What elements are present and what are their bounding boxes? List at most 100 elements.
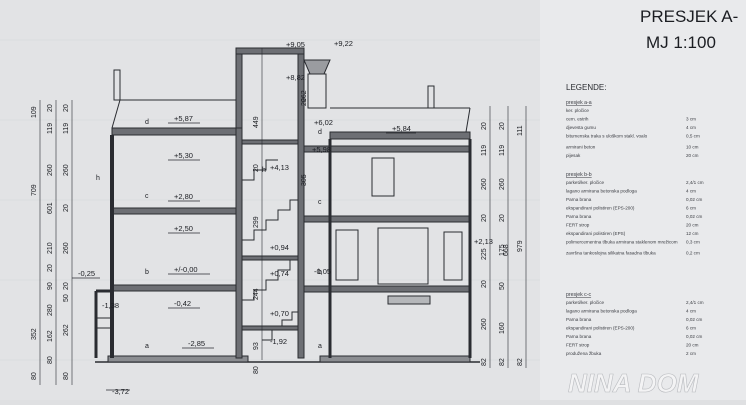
drawing-title: PRESJEK A- [640,7,738,26]
level-markers: +9,05 +9,22 +8,82 +5,87 +5,84 +6,02 +5,3… [78,39,493,396]
section-mark: a [145,343,149,350]
dim-label: 82 [499,358,506,366]
legend-item-value: 2,4/1 cm [686,180,704,185]
level-marker: -1,38 [102,301,119,310]
legend-item-value: 20 cm [686,223,699,228]
legend-item-value: 0,02 cm [686,317,703,322]
legend-panel [540,0,746,400]
legend-item-value: 0,3 cm [686,240,700,245]
level-marker: -1,92 [270,337,287,346]
dim-label: 352 [31,328,38,340]
legend-item-value: 4 cm [686,125,696,130]
level-marker: +0,94 [270,243,289,252]
legend-item-label: parketi/ker. pločice [566,180,604,185]
dim-label: 262 [63,324,70,336]
dim-label: 50 [63,294,70,302]
dim-label: 80 [31,372,38,380]
dim-label: 119 [499,145,506,156]
level-marker: +0,70 [270,309,289,318]
legend-item-label: produžena žbuka [566,351,602,356]
level-marker: +5,30 [174,151,193,160]
dim-label: 82 [517,358,524,366]
dim-label: 20 [47,104,54,112]
legend-item-label: Parna brana [566,334,592,339]
dim-label: 225 [481,248,488,260]
level-marker: +/-0,00 [174,265,198,274]
legend-item-value: 2 cm [686,351,696,356]
dim-label: 20 [47,264,54,272]
dim-label: 160 [499,322,506,334]
legend-item-value: 3 cm [686,117,696,122]
dim-label: 449 [253,116,260,128]
dim-label: 20 [253,164,260,172]
legend-item-value: 0,02 cm [686,334,703,339]
dim-label: 119 [47,123,54,134]
dim-label: 162 [47,330,54,342]
legend-item-label: ker. pločice [566,108,589,113]
dim-label: 20 [481,214,488,222]
level-marker: +4,13 [270,163,289,172]
dim-label: 20 [63,282,70,290]
section-mark: d [145,119,149,126]
legend-item-value: 10 cm [686,145,699,150]
dim-label: 262 [301,90,308,102]
dim-label: 299 [253,216,260,228]
dim-label: 260 [481,318,488,330]
dim-label: 20 [481,122,488,130]
legend-section-title: presjek b-b [566,172,592,178]
dim-label: 109 [31,106,38,118]
legend-item-value: 0,02 cm [686,214,703,219]
dim-label: 601 [47,202,54,214]
dimension-labels: 109 709 601 352 20 119 260 210 20 90 280… [31,90,524,380]
dim-label: 305 [301,174,308,186]
legend-item-value: 0,02 cm [686,197,703,202]
dim-label: 280 [47,304,54,316]
legend-item-label: parketi/ker. pločice [566,300,604,305]
legend-item-label: bitumenska traka s uloškom stakl. voalo [566,134,648,139]
dim-label: 50 [499,282,506,290]
watermark-logo: NINA DOM [568,368,700,398]
dim-label: 260 [481,178,488,190]
legend-section-title: presjek a-a [566,100,592,106]
dim-label: 244 [253,288,260,300]
section-mark: b [145,269,149,276]
level-marker: +6,02 [314,118,333,127]
section-mark: b [318,269,322,276]
legend-item-label: lagano armirana betonska podloga [566,189,637,194]
level-marker: +2,13 [474,237,493,246]
dim-label: 80 [253,366,260,374]
legend-item-label: cem. estrih [566,117,589,122]
dim-label: 668 [503,244,510,256]
dim-label: 20 [481,280,488,288]
level-marker: +2,50 [174,224,193,233]
drawing-scale: MJ 1:100 [646,33,716,52]
dim-label: 260 [63,242,70,254]
legend-item-value: 2,4/1 cm [686,300,704,305]
dim-label: 93 [253,342,260,350]
dim-label: 20 [63,204,70,212]
legend-section-title: presjek c-c [566,292,591,298]
dim-label: 260 [47,164,54,176]
section-mark: h [262,167,266,174]
level-marker: +5,87 [174,114,193,123]
level-marker: +0,74 [270,269,289,278]
dim-label: 260 [499,178,506,190]
legend-item-value: 6 cm [686,326,696,331]
dim-label: 80 [47,356,54,364]
level-marker: +8,82 [286,73,305,82]
level-marker: -2,85 [188,339,205,348]
legend-item-label: FERT strop [566,223,590,228]
legend-item-value: 12 cm [686,231,699,236]
legend-item-value: 0,5 cm [686,134,700,139]
section-mark: c [318,199,322,206]
legend-item-value: 4 cm [686,309,696,314]
legend-item-label: FERT strop [566,343,590,348]
level-marker: -0,25 [78,269,95,278]
section-mark: h [96,175,100,182]
dim-label: 90 [47,282,54,290]
dim-label: 20 [301,98,308,106]
